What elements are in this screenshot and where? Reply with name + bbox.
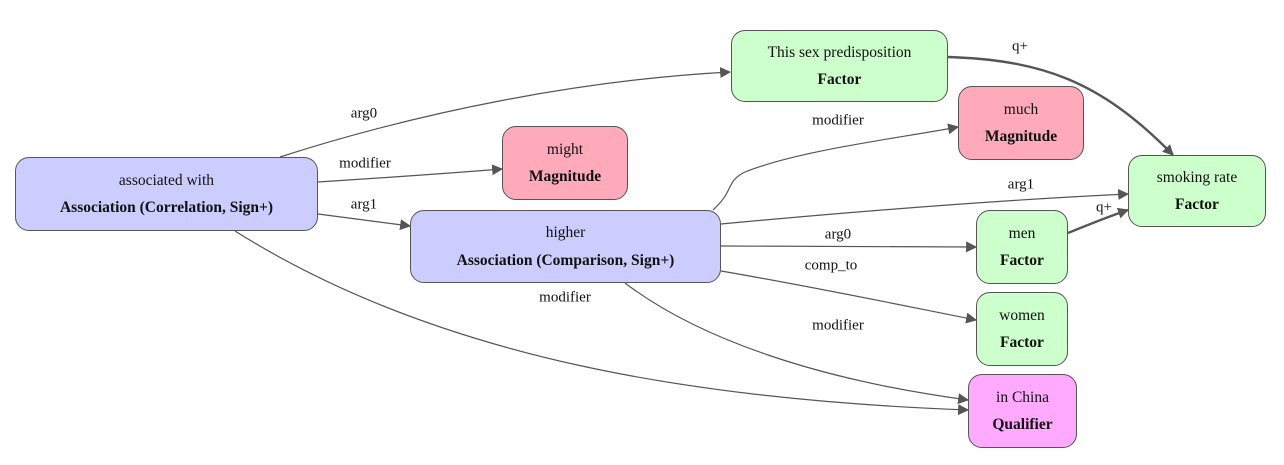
edge-label-higher-arg0: arg0 [824, 226, 852, 243]
edge-assoc-arg0 [279, 67, 732, 158]
edge-label-higher-arg1: arg1 [1007, 176, 1035, 193]
node-higher: higher Association (Comparison, Sign+) [410, 210, 721, 283]
edge-label-higher-modifier-much: modifier [812, 112, 864, 129]
edge-higher-arg0 [720, 241, 978, 253]
edge-label-sex-q-plus: q+ [1012, 38, 1028, 55]
edge-assoc-arg1 [317, 213, 412, 231]
edge-higher-modifier-much [712, 123, 960, 211]
node-text: men [1008, 224, 1036, 242]
node-type: Factor [817, 71, 862, 88]
edge-label-assoc-arg0: arg0 [350, 105, 378, 122]
node-might: might Magnitude [502, 126, 628, 200]
node-text: higher [545, 224, 586, 242]
node-associated-with: associated with Association (Correlation… [15, 157, 318, 231]
edge-label-men-q-plus: q+ [1096, 199, 1112, 216]
edge-higher-comp-to [720, 270, 978, 324]
node-text: women [999, 306, 1045, 324]
edge-label-assoc-arg1: arg1 [350, 196, 378, 213]
node-much: much Magnitude [958, 86, 1084, 160]
node-text: in China [996, 388, 1049, 406]
node-in-china: in China Qualifier [968, 374, 1077, 448]
node-type: Magnitude [984, 128, 1058, 145]
node-women: women Factor [976, 292, 1068, 366]
node-type: Factor [1000, 334, 1044, 351]
node-text: might [546, 140, 584, 158]
edge-higher-modifier-china [624, 282, 970, 405]
edge-label-assoc-modifier-china: modifier [539, 289, 591, 306]
node-text: This sex predisposition [767, 43, 912, 61]
node-type: Association (Correlation, Sign+) [59, 199, 274, 216]
edge-label-higher-modifier-china: modifier [812, 317, 864, 334]
node-men: men Factor [976, 210, 1068, 284]
node-text: much [1003, 100, 1039, 118]
edge-higher-arg1 [720, 188, 1130, 225]
node-type: Association (Comparison, Sign+) [456, 251, 675, 269]
edge-sex-q-plus [947, 55, 1174, 156]
node-type: Magnitude [528, 168, 602, 185]
edge-label-assoc-modifier-might: modifier [339, 155, 391, 172]
node-type: Factor [1000, 252, 1044, 269]
node-smoking-rate: smoking rate Factor [1128, 155, 1266, 227]
node-text: smoking rate [1156, 168, 1238, 186]
node-type: Factor [1175, 196, 1219, 213]
edge-assoc-modifier-might [317, 164, 504, 183]
node-type: Qualifier [992, 416, 1053, 433]
node-text: associated with [118, 171, 215, 189]
edge-label-higher-comp-to: comp_to [804, 257, 858, 274]
edge-men-q-plus [1067, 207, 1130, 235]
edge-assoc-modifier-china [234, 230, 970, 416]
node-sex-predisposition: This sex predisposition Factor [731, 30, 948, 102]
